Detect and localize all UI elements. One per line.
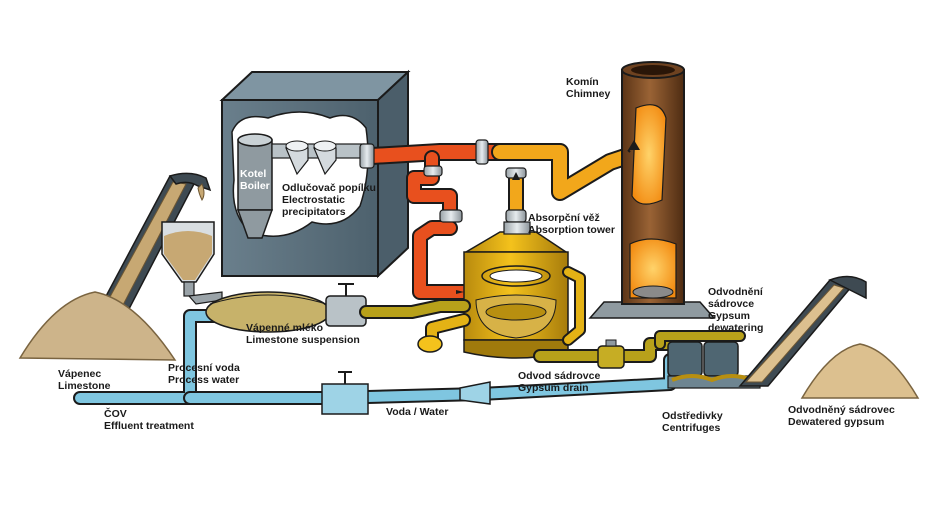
centrifuges [667, 341, 761, 389]
centrifuges-label: Odstředivky Centrifuges [662, 410, 723, 434]
absorption-tower [463, 221, 569, 359]
water-label: Voda / Water [386, 406, 449, 418]
limestone-suspension-mixer [205, 283, 367, 333]
absorber-label: Absorpční věž Absorption tower [528, 212, 615, 236]
gypsum-drain-label: Odvod sádrovce Gypsum drain [518, 370, 601, 394]
recirculation-pump [417, 335, 443, 353]
limestone-feed-pipe [359, 299, 471, 319]
precipitators-label: Odlučovač popílku Electrostatic precipit… [282, 182, 376, 218]
gypsum-pile [800, 343, 920, 399]
limestone-label: Vápenec Limestone [58, 368, 111, 392]
chimney-label: Komín Chimney [566, 76, 611, 100]
boiler [236, 133, 274, 239]
limestone-suspension-label: Vápenné mléko Limestone suspension [246, 322, 360, 346]
chimney [588, 61, 716, 319]
effluent-treatment-label: ČOV Effluent treatment [104, 408, 194, 432]
limestone-pile [18, 291, 177, 361]
electrostatic-precipitators [271, 140, 365, 176]
limestone-hopper [161, 221, 223, 305]
gypsum-drain-pipe [533, 330, 746, 363]
flow-arrows [456, 140, 640, 294]
boiler-label: Kotel Boiler [240, 168, 270, 192]
water-tank [321, 383, 369, 415]
dewatered-gypsum-label: Odvodněný sádrovec Dewatered gypsum [788, 404, 895, 428]
water-flow-element [459, 381, 491, 405]
process-water-label: Procesní voda Process water [168, 362, 240, 386]
gypsum-drain-pump [597, 339, 625, 369]
gypsum-conveyor [738, 275, 867, 387]
gypsum-dewatering-label: Odvodnění sádrovce Gypsum dewatering [708, 286, 764, 334]
